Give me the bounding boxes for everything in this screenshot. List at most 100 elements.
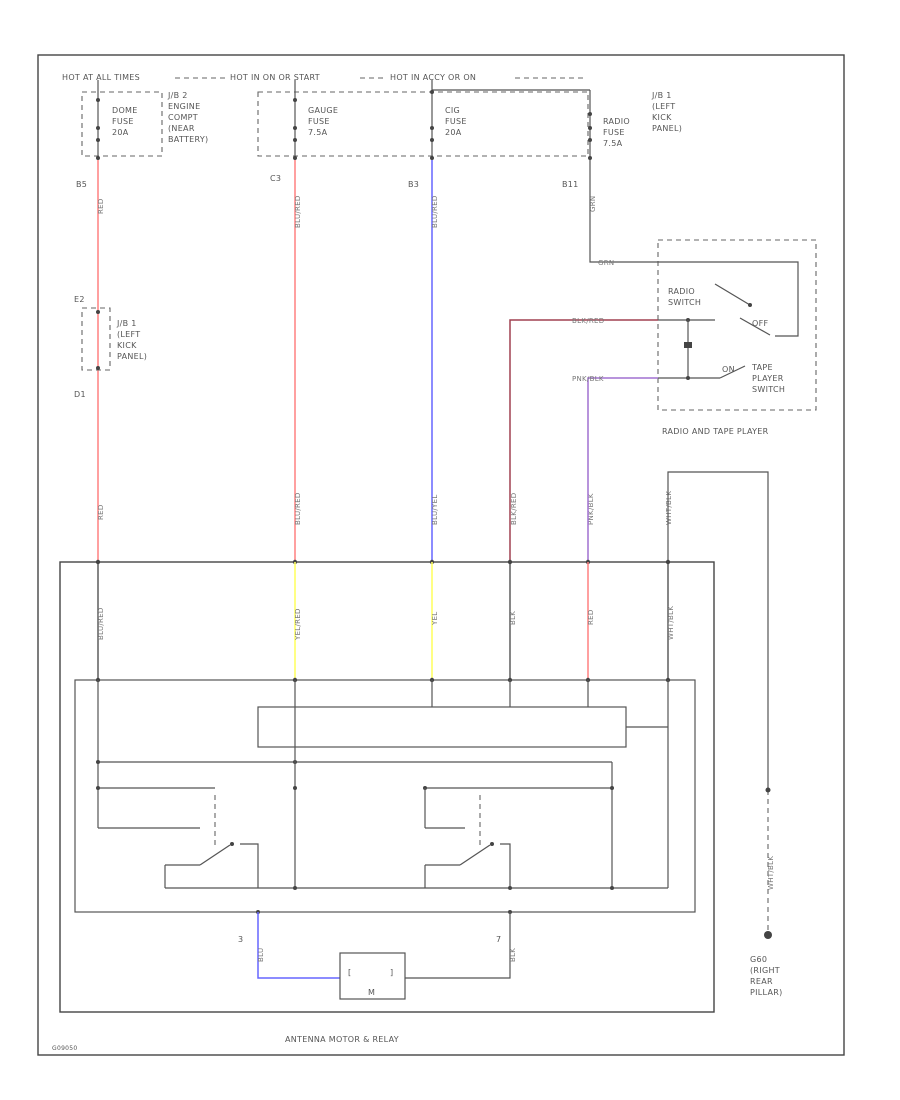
radio-tape-title: RADIO AND TAPE PLAYER [662, 427, 769, 436]
wire-label-3: BLU/RED [431, 195, 439, 228]
gauge-fuse [293, 80, 297, 160]
wire-label-21: BLK [509, 948, 517, 962]
antenna-module-box [59, 561, 715, 1013]
wire-label-15: YEL [431, 612, 439, 627]
wire-label-14: YEL/RED [294, 608, 302, 641]
jb2-l5: BATTERY) [168, 135, 208, 144]
radio-switch-l1: RADIO [668, 287, 695, 296]
wire-label-13: BLU/RED [97, 607, 105, 640]
tape-switch-l1: TAPE [751, 363, 773, 372]
wire-label-10: PNK/BLK [572, 375, 604, 383]
wire-label-9: PNK/BLK [587, 493, 595, 525]
connector-b3: B3 [408, 180, 419, 189]
wire-label-16: BLK [509, 611, 517, 625]
wire-label-11: BLK/RED [572, 317, 604, 325]
motor-label: M [368, 988, 375, 997]
motor-wire-blue [257, 912, 340, 979]
motor-pin-b: 7 [496, 935, 501, 944]
radio-tape-box [657, 239, 817, 411]
hot-acc-on-label: HOT IN ACCY OR ON [390, 73, 476, 82]
wire-label-5: RED [97, 504, 105, 520]
connector-b11: B11 [562, 180, 579, 189]
on-label: ON [722, 365, 735, 374]
jb1-mid-l2: (LEFT [117, 330, 140, 339]
control-unit [257, 706, 627, 748]
wire-label-22: GRN [598, 259, 614, 267]
relay-box [74, 679, 696, 913]
jb1-fuse-box [257, 91, 589, 157]
radio-switch-l2: SWITCH [668, 298, 701, 307]
dome-fuse-l3: 20A [112, 128, 129, 137]
jb1-mid-box [81, 307, 111, 371]
wire-label-17: RED [587, 609, 595, 625]
connector-c3: C3 [270, 174, 281, 183]
jb1-top-l1: J/B 1 [651, 91, 672, 100]
radio-feed-wire [589, 160, 640, 263]
ground-l4: PILLAR) [750, 988, 783, 997]
dome-fuse [96, 80, 100, 160]
radio-power-line [640, 261, 799, 337]
jb2-l2: ENGINE [168, 102, 200, 111]
wire-label-1: RED [97, 198, 105, 214]
antenna-module-title: ANTENNA MOTOR & RELAY [285, 1035, 399, 1044]
motor-bracket-l: [ [348, 968, 351, 977]
wire-label-18: WHT/BLK [667, 606, 675, 640]
wire-label-6: BLU/RED [294, 492, 302, 525]
wire-label-8: BLK/RED [510, 493, 518, 525]
wire-label-12: WHT/BLK [665, 491, 673, 525]
jb2-box [81, 91, 163, 157]
diode [684, 342, 692, 348]
wire-label-4: GRN [589, 196, 597, 212]
radio-fuse [588, 90, 592, 160]
gauge-fuse-l2: FUSE [308, 117, 330, 126]
gauge-fuse-l1: GAUGE [308, 106, 338, 115]
jb1-top-l3: KICK [652, 113, 672, 122]
dome-fuse-l1: DOME [112, 106, 138, 115]
jb1-mid-l3: KICK [117, 341, 137, 350]
tape-switch-l2: PLAYER [752, 374, 784, 383]
ground-l3: REAR [750, 977, 773, 986]
hot-all-times-label: HOT AT ALL TIMES [62, 73, 140, 82]
wire-label-19: WHT/BLK [767, 856, 775, 890]
gauge-fuse-l3: 7.5A [308, 128, 328, 137]
cig-fuse-l2: FUSE [445, 117, 467, 126]
dome-fuse-l2: FUSE [112, 117, 134, 126]
maroon-wire [509, 319, 658, 562]
jb1-top-l2: (LEFT [652, 102, 675, 111]
purple-wire [587, 377, 658, 562]
off-label: OFF [752, 319, 768, 328]
ground-l2: (RIGHT [750, 966, 780, 975]
left-relay [96, 680, 668, 889]
ground-wire [667, 471, 769, 790]
jb2-l1: J/B 2 [167, 91, 188, 100]
jb1-mid-l1: J/B 1 [116, 319, 137, 328]
jb2-l3: COMPT [168, 113, 198, 122]
ground-l1: G60 [750, 955, 767, 964]
corner-code: G09050 [52, 1045, 78, 1052]
radio-fuse-l1: RADIO [603, 117, 630, 126]
hot-in-run-label: HOT IN ON OR START [230, 73, 320, 82]
radio-fuse-l2: FUSE [603, 128, 625, 137]
radio-switch-blade [714, 283, 751, 306]
jb1-mid-l4: PANEL) [117, 352, 147, 361]
radio-fuse-l3: 7.5A [603, 139, 623, 148]
wire-label-7: BLU/YEL [431, 494, 439, 525]
connector-e2: E2 [74, 295, 85, 304]
motor-wire-black [405, 912, 511, 979]
wire-label-20: BLU [257, 948, 265, 962]
right-relay [423, 762, 614, 890]
diagram-frame [37, 54, 845, 1056]
jb1-top-l4: PANEL) [652, 124, 682, 133]
connector-b5: B5 [76, 180, 87, 189]
wire-label-2: BLU/RED [294, 195, 302, 228]
ground-point [764, 931, 772, 939]
tape-switch-l3: SWITCH [752, 385, 785, 394]
connector-d1: D1 [74, 390, 86, 399]
cig-fuse-l1: CIG [445, 106, 460, 115]
cig-fuse [430, 80, 590, 160]
motor-bracket-r: ] [390, 968, 393, 977]
cig-fuse-l3: 20A [445, 128, 462, 137]
jb2-l4: (NEAR [168, 124, 195, 133]
motor-pin-a: 3 [238, 935, 243, 944]
